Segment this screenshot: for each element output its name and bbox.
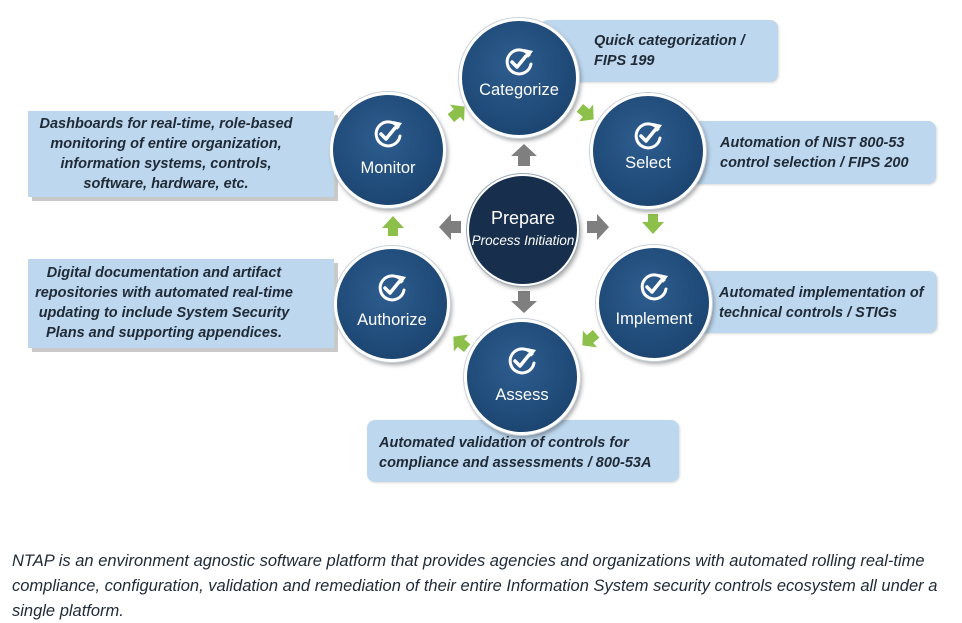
check-cycle-icon <box>378 274 406 302</box>
check-cycle-icon <box>374 120 402 148</box>
gray-arrow-icon <box>511 144 537 166</box>
green-arrow-icon <box>447 104 465 122</box>
gray-arrow-icon <box>439 214 461 240</box>
green-arrow-icon <box>576 104 594 122</box>
step-label: Categorize <box>479 81 559 99</box>
callout-select: Automation of NIST 800-53 control select… <box>664 121 936 184</box>
callout-authorize: Digital documentation and artifact repos… <box>28 259 334 348</box>
check-cycle-icon <box>505 48 533 76</box>
step-authorize: Authorize <box>334 246 450 362</box>
center-subtitle: Process Initiation <box>471 233 575 248</box>
callout-implement: Automated implementation of technical co… <box>667 271 937 333</box>
callout-categorize: Quick categorization / FIPS 199 <box>540 20 778 82</box>
step-select: Select <box>590 93 706 209</box>
step-categorize: Categorize <box>459 18 579 138</box>
check-cycle-icon <box>508 347 536 375</box>
gray-arrow-icon <box>511 291 537 313</box>
check-cycle-icon <box>640 273 668 301</box>
green-arrow-icon <box>453 334 471 352</box>
green-arrow-icon <box>382 216 404 236</box>
step-assess: Assess <box>464 319 580 435</box>
step-label: Implement <box>615 310 693 328</box>
center-prepare: Prepare Process Initiation <box>467 174 579 286</box>
green-arrow-icon <box>642 214 664 234</box>
step-implement: Implement <box>596 245 712 361</box>
gray-arrow-icon <box>587 214 609 240</box>
step-label: Assess <box>495 386 549 404</box>
footnote-text: NTAP is an environment agnostic software… <box>12 552 938 620</box>
step-label: Authorize <box>357 311 427 329</box>
step-monitor: Monitor <box>330 92 446 208</box>
check-cycle-icon <box>634 122 662 150</box>
callout-monitor: Dashboards for real-time, role-based mon… <box>28 111 334 197</box>
center-title: Prepare <box>490 208 556 228</box>
green-arrow-icon <box>582 330 600 348</box>
step-label: Select <box>625 154 671 172</box>
step-label: Monitor <box>360 159 416 177</box>
